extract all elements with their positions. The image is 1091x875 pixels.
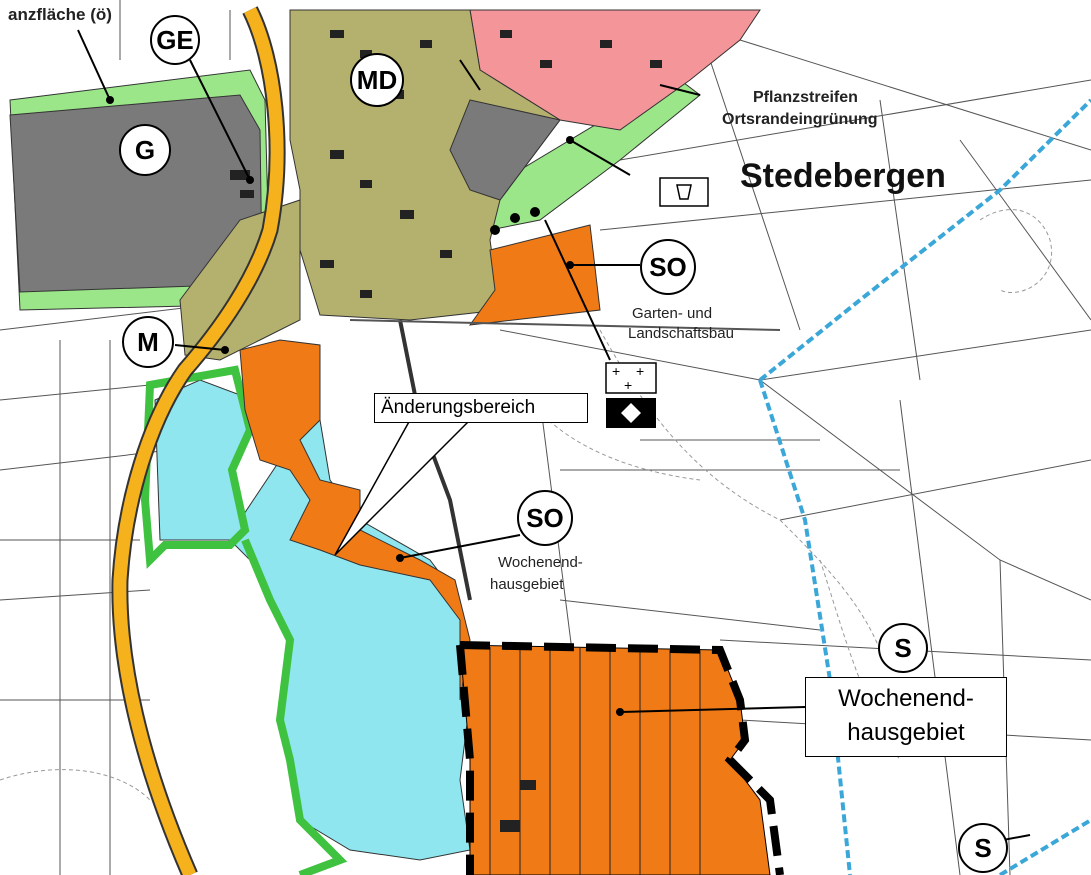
zone-circle-s-bottom[interactable]: S <box>958 823 1008 873</box>
weekend-small-label-1: Wochenend- <box>498 554 583 571</box>
weekend-small-label-2: hausgebiet <box>490 576 564 593</box>
orange-zone-weekend <box>459 644 771 875</box>
aenderung-callout-pointer <box>334 419 471 556</box>
zone-code-g: G <box>135 135 155 165</box>
zone-circle-g[interactable]: G <box>119 124 171 176</box>
zone-circle-md[interactable]: MD <box>350 53 404 107</box>
aenderung-label[interactable]: Änderungsbereich <box>374 393 588 423</box>
zone-circle-s-mid[interactable]: S <box>878 623 928 673</box>
zone-code-so-top: SO <box>649 252 687 282</box>
weekend-big-label-2: hausgebiet <box>847 719 965 746</box>
buildings <box>230 30 662 832</box>
minor-road <box>398 319 472 601</box>
weekend-parcel-lines <box>489 647 701 875</box>
boundary-line <box>758 98 1091 875</box>
cemetery-symbol: + + + <box>605 362 657 428</box>
zone-code-md: MD <box>357 65 397 95</box>
weekend-big-label[interactable]: Wochenend- hausgebiet <box>805 677 1007 757</box>
gray-village-block <box>449 99 561 201</box>
leader-lines <box>77 29 1031 849</box>
zone-code-s-bottom: S <box>974 833 991 863</box>
zone-code-m: M <box>137 327 159 357</box>
zone-code-s-mid: S <box>894 633 911 663</box>
pflanzstreifen-label: Pflanzstreifen <box>753 89 858 106</box>
garten-label-1: Garten- und <box>632 305 712 322</box>
zone-circle-so-top[interactable]: SO <box>640 239 696 295</box>
svg-text:+: + <box>624 377 632 393</box>
zone-circle-ge[interactable]: GE <box>150 15 200 65</box>
main-road-fill <box>113 7 284 875</box>
garten-label-2: Landschaftsbau <box>628 325 734 342</box>
street-center <box>349 319 781 331</box>
zone-circle-so-mid[interactable]: SO <box>517 490 573 546</box>
zone-code-so-mid: SO <box>526 503 564 533</box>
orange-zone-garden <box>468 224 601 326</box>
ortsrand-label: Ortsrandeingrünung <box>722 111 878 128</box>
weekend-big-label-1: Wochenend- <box>838 685 974 712</box>
aenderung-label-text: Änderungsbereich <box>381 397 536 418</box>
svg-text:+: + <box>612 363 620 379</box>
zone-code-ge: GE <box>156 25 194 55</box>
top-edge-label: anzfläche (ö) <box>8 5 112 24</box>
lake-green-border-south <box>241 538 348 875</box>
place-name: Stedebergen <box>740 157 946 195</box>
leader-dots <box>106 96 624 716</box>
lake-green-border-west <box>140 365 255 569</box>
svg-text:+: + <box>636 363 644 379</box>
weekend-boundary <box>456 641 784 875</box>
zone-circle-m[interactable]: M <box>122 316 174 368</box>
waste-bin-symbol <box>659 177 709 207</box>
